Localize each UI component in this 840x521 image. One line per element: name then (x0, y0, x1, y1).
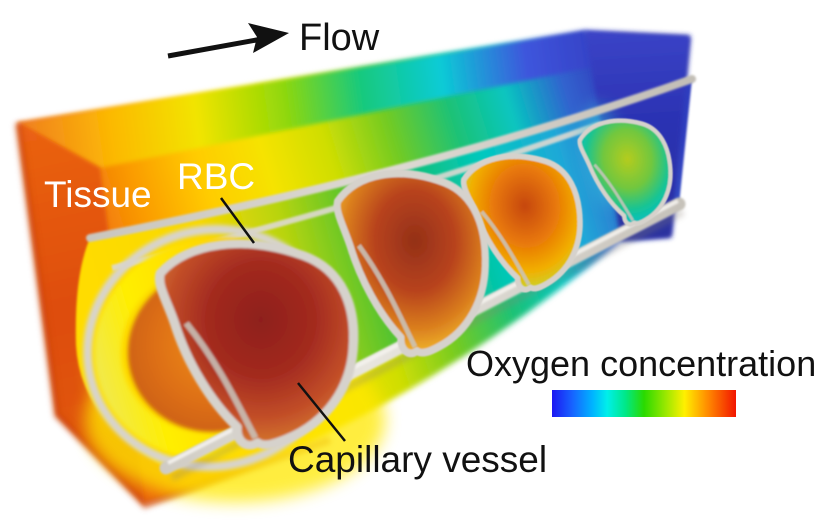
rbc-annotation: RBC (177, 156, 256, 244)
capillary-wall-top-rail (86, 75, 696, 242)
capillary-vessel-label: Capillary vessel (288, 439, 547, 480)
rbc-leader-line (219, 197, 256, 244)
rbc-label: RBC (177, 156, 255, 197)
flow-label: Flow (299, 17, 380, 59)
capillary-annotation: Capillary vessel (288, 382, 547, 480)
flow-arrow-icon (167, 23, 289, 59)
tissue-label: Tissue (44, 174, 152, 215)
flow-annotation: Flow (167, 17, 380, 59)
capillary-leader-line (297, 382, 346, 442)
colorbar: Oxygen concentration (466, 343, 816, 417)
tissue-top-face (18, 31, 597, 168)
colorbar-title: Oxygen concentration (466, 343, 816, 384)
colorbar-gradient (552, 390, 736, 417)
